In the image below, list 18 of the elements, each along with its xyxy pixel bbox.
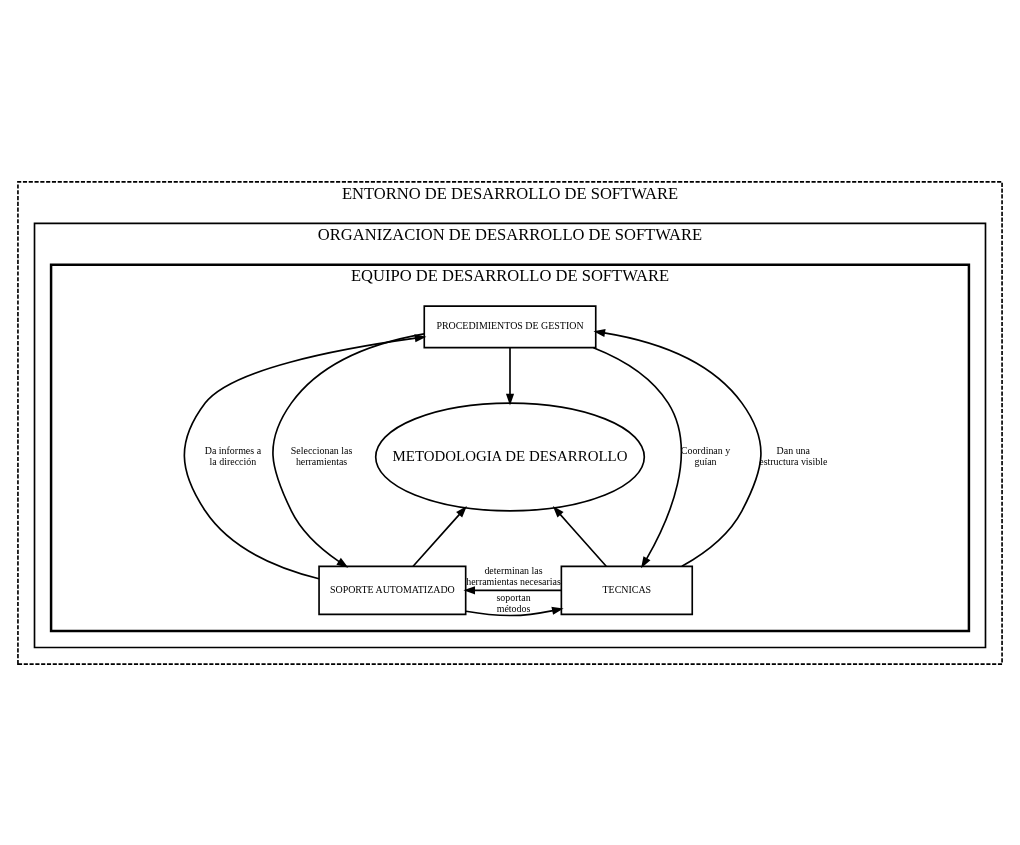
arrow bbox=[412, 505, 467, 567]
edge-label: determinan las herramientas necesarias bbox=[466, 564, 561, 587]
arrow bbox=[593, 328, 762, 567]
arrow bbox=[592, 346, 683, 568]
edge-label: Da informes a la dirección bbox=[204, 444, 262, 467]
node-ellipse: METODOLOGIA DE DESARROLLO bbox=[374, 401, 646, 512]
edge-label: Coordinan y guían bbox=[680, 444, 731, 467]
arrow bbox=[463, 585, 562, 594]
arrow bbox=[465, 606, 564, 616]
node-box: TECNICAS bbox=[560, 564, 694, 615]
arrow bbox=[183, 333, 427, 580]
edge-label: Seleccionan las herramientas bbox=[290, 444, 353, 467]
node-box: SOPORTE AUTOMATIZADO bbox=[318, 564, 467, 615]
edge-label: soportan métodos bbox=[496, 591, 531, 614]
node-box: PROCEDIMIENTOS DE GESTION bbox=[423, 304, 597, 348]
arrow bbox=[272, 332, 425, 568]
arrow bbox=[505, 346, 515, 405]
arrow bbox=[552, 505, 608, 567]
